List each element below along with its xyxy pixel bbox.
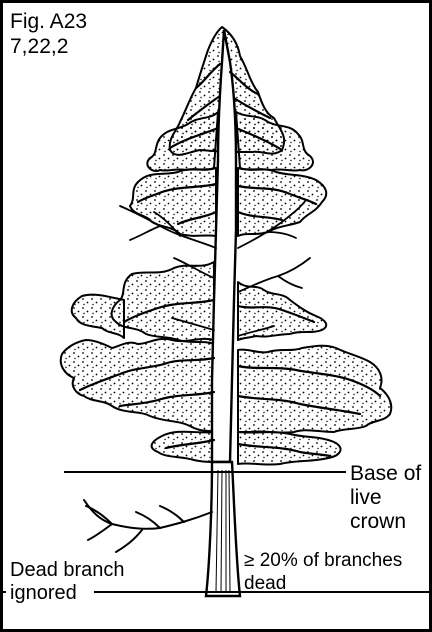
dead-branches-share-label: ≥ 20% of branches dead xyxy=(244,550,402,594)
base-of-live-crown-line1: Base of xyxy=(350,462,421,485)
dead-branches-share-line1: ≥ 20% of branches xyxy=(244,550,402,571)
dead-branch-note-line1: Dead branch xyxy=(10,559,125,581)
figure-id: Fig. A23 xyxy=(10,10,87,33)
dead-branch-note-label: Dead branch ignored xyxy=(10,559,125,604)
dead-branch-lower xyxy=(84,500,212,552)
base-of-live-crown-label: Base of live crown xyxy=(350,462,421,533)
base-of-live-crown-line2: live xyxy=(350,486,382,509)
base-of-live-crown-line3: crown xyxy=(350,510,406,533)
dead-branches-share-line2: dead xyxy=(244,573,286,594)
figure-codes: 7,22,2 xyxy=(10,35,68,58)
dead-branch-note-line2: ignored xyxy=(10,582,77,604)
